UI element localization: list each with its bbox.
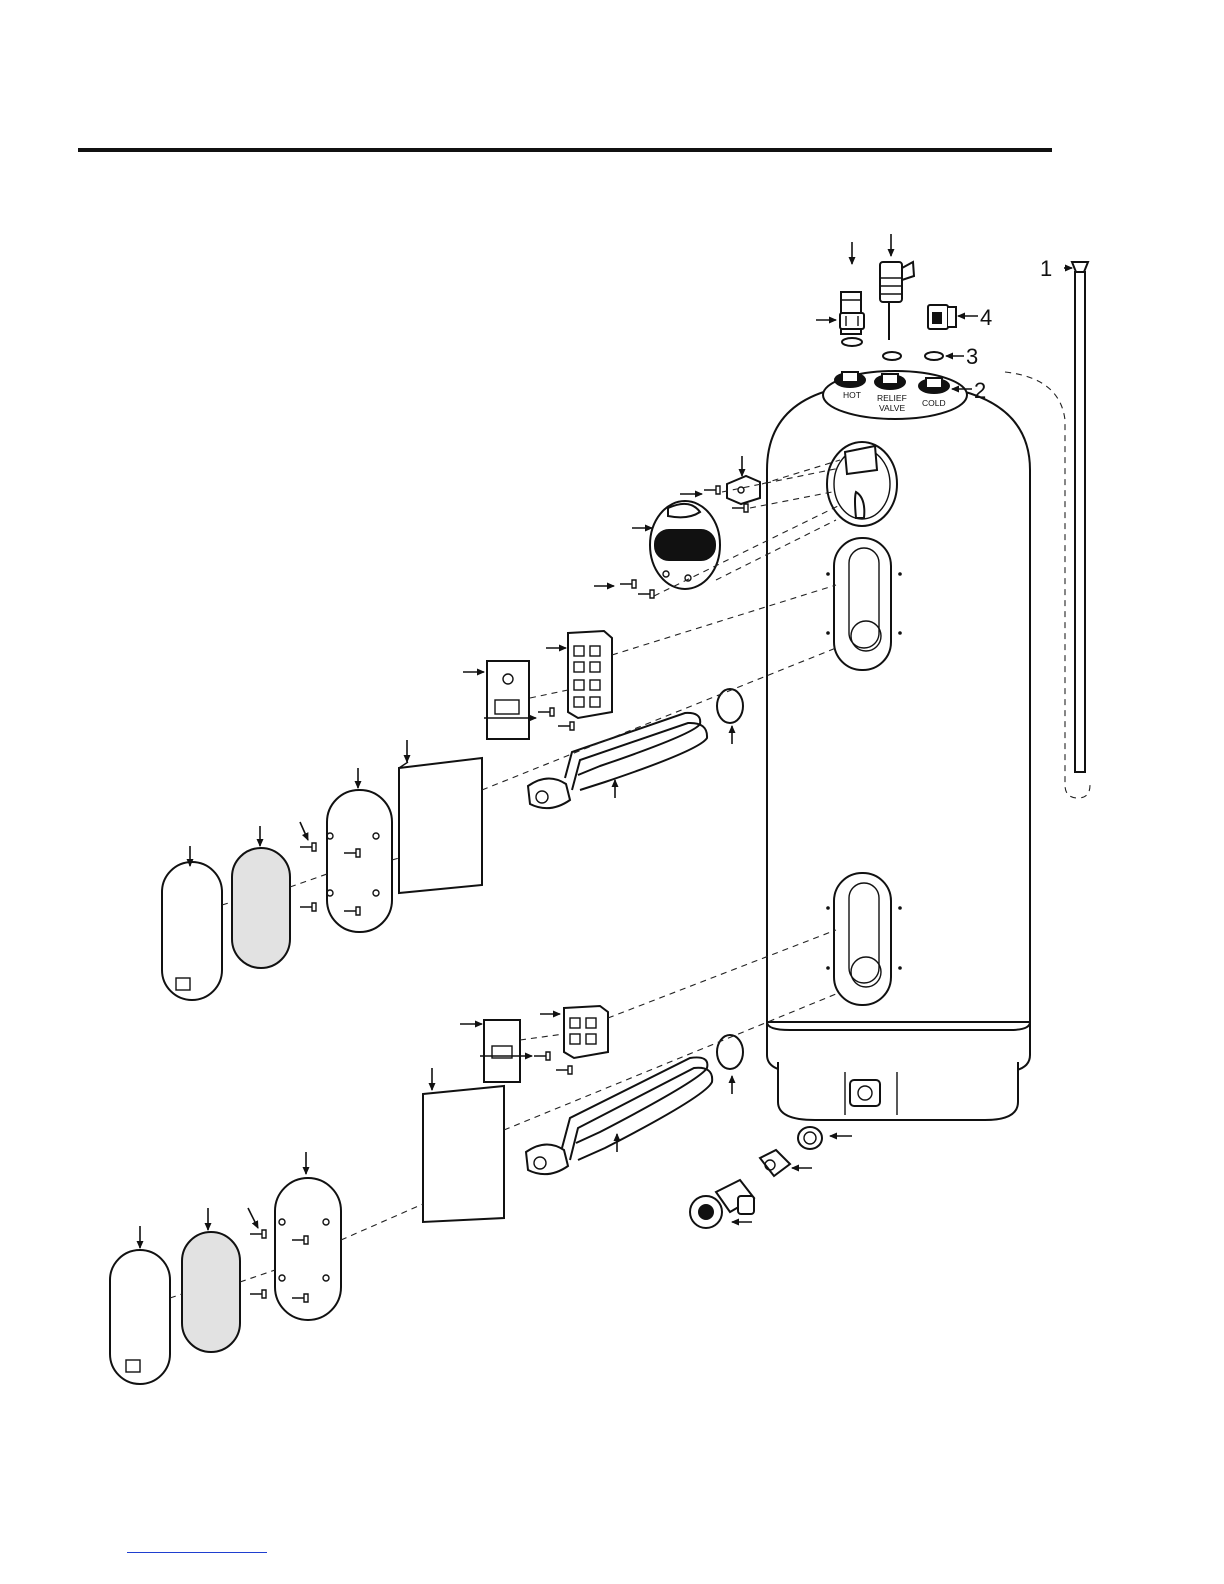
mounting-bracket <box>727 476 760 504</box>
relief-washer <box>883 352 901 360</box>
lower-heating-element <box>526 1057 712 1174</box>
cold-inlet-washer <box>925 352 943 360</box>
thermostat-cover <box>650 501 720 589</box>
drain-nipple <box>760 1150 790 1176</box>
port-label-relief-1: RELIEF <box>877 393 907 403</box>
tank <box>767 383 1030 1120</box>
upper-thermostat <box>568 631 612 718</box>
port-label-cold: COLD <box>922 398 946 408</box>
port-label-hot: HOT <box>843 390 861 400</box>
lower-insulation-pad <box>182 1232 240 1352</box>
cold-inlet-fitting <box>928 305 956 329</box>
lower-access-cover <box>110 1250 170 1384</box>
tank-top: HOT RELIEF VALVE COLD <box>823 371 967 419</box>
drain-valve <box>690 1180 754 1228</box>
lower-thermostat <box>564 1006 608 1058</box>
callout-3: 3 <box>966 344 978 369</box>
upper-insulation-pad <box>232 848 290 968</box>
upper-access-cover <box>162 862 222 1000</box>
lower-element-gasket <box>717 1035 743 1069</box>
port-label-relief-2: VALVE <box>879 403 905 413</box>
upper-junction-box <box>399 758 482 893</box>
footer-link-underline[interactable] <box>127 1552 267 1553</box>
callout-4: 4 <box>980 305 992 330</box>
relief-valve <box>880 262 914 340</box>
lower-thermostat-screws <box>534 1052 572 1074</box>
callout-1: 1 <box>1040 256 1052 281</box>
lower-junction-box <box>423 1086 504 1222</box>
drain-bushing <box>798 1127 822 1149</box>
callout-2: 2 <box>974 378 986 403</box>
upper-insulation-card <box>487 661 529 739</box>
lower-insulation-card <box>484 1020 520 1082</box>
hot-heat-trap-fitting <box>840 313 864 346</box>
